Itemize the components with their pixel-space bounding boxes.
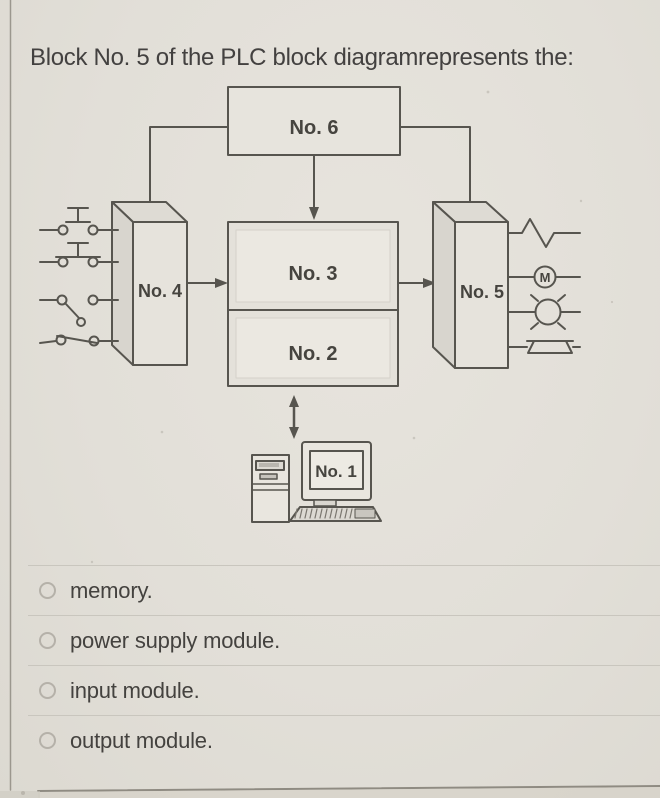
motor-letter: M	[540, 270, 551, 285]
block-no1-label: No. 1	[315, 462, 357, 481]
input-devices	[39, 207, 119, 347]
block-no5-label: No. 5	[460, 282, 504, 302]
option-output-module-label: output module.	[70, 727, 213, 753]
computer-tower-icon	[251, 454, 290, 523]
heater-icon	[507, 218, 581, 248]
radio-memory[interactable]	[39, 582, 56, 599]
computer-no1: No. 1	[251, 441, 382, 523]
arrow-no4-to-no3	[186, 278, 228, 288]
question-title: Block No. 5 of the PLC block diagramrepr…	[30, 44, 574, 71]
block-no2-label: No. 2	[289, 343, 338, 365]
normally-closed-pushbutton-icon	[39, 242, 119, 268]
radio-power-supply-module[interactable]	[39, 632, 56, 649]
limit-switch-icon	[39, 334, 119, 347]
arrow-no3-to-no5	[397, 278, 436, 288]
block-no4-label: No. 4	[138, 281, 182, 301]
option-power-supply-module-label: power supply module.	[70, 627, 281, 653]
arrow-no2-to-no1	[289, 395, 299, 439]
arrow-no6-to-no3	[309, 154, 319, 220]
normally-open-pushbutton-icon	[39, 207, 119, 236]
toggle-switch-icon	[39, 294, 119, 327]
buzzer-icon	[507, 340, 581, 354]
option-memory[interactable]: memory.	[28, 565, 660, 615]
option-power-supply-module[interactable]: power supply module.	[28, 615, 660, 665]
computer-keyboard-icon	[289, 506, 382, 522]
block-no6: No. 6	[227, 86, 401, 156]
block-no3-label: No. 3	[289, 263, 338, 285]
option-input-module[interactable]: input module.	[28, 665, 660, 715]
radio-input-module[interactable]	[39, 682, 56, 699]
photo-specks	[90, 90, 614, 564]
answer-options: memory. power supply module. input modul…	[28, 565, 660, 765]
block-no6-label: No. 6	[290, 117, 339, 139]
block-no5: No. 5	[432, 201, 509, 369]
motor-icon: M	[507, 265, 581, 289]
option-memory-label: memory.	[70, 577, 153, 603]
radio-output-module[interactable]	[39, 732, 56, 749]
output-devices: M	[507, 218, 581, 354]
option-output-module[interactable]: output module.	[28, 715, 660, 765]
option-input-module-label: input module.	[70, 677, 200, 703]
lamp-icon	[507, 294, 581, 330]
block-no4: No. 4	[111, 201, 188, 366]
block-no3-no2: No. 3 No. 2	[227, 221, 399, 387]
computer-monitor-icon: No. 1	[301, 441, 372, 507]
